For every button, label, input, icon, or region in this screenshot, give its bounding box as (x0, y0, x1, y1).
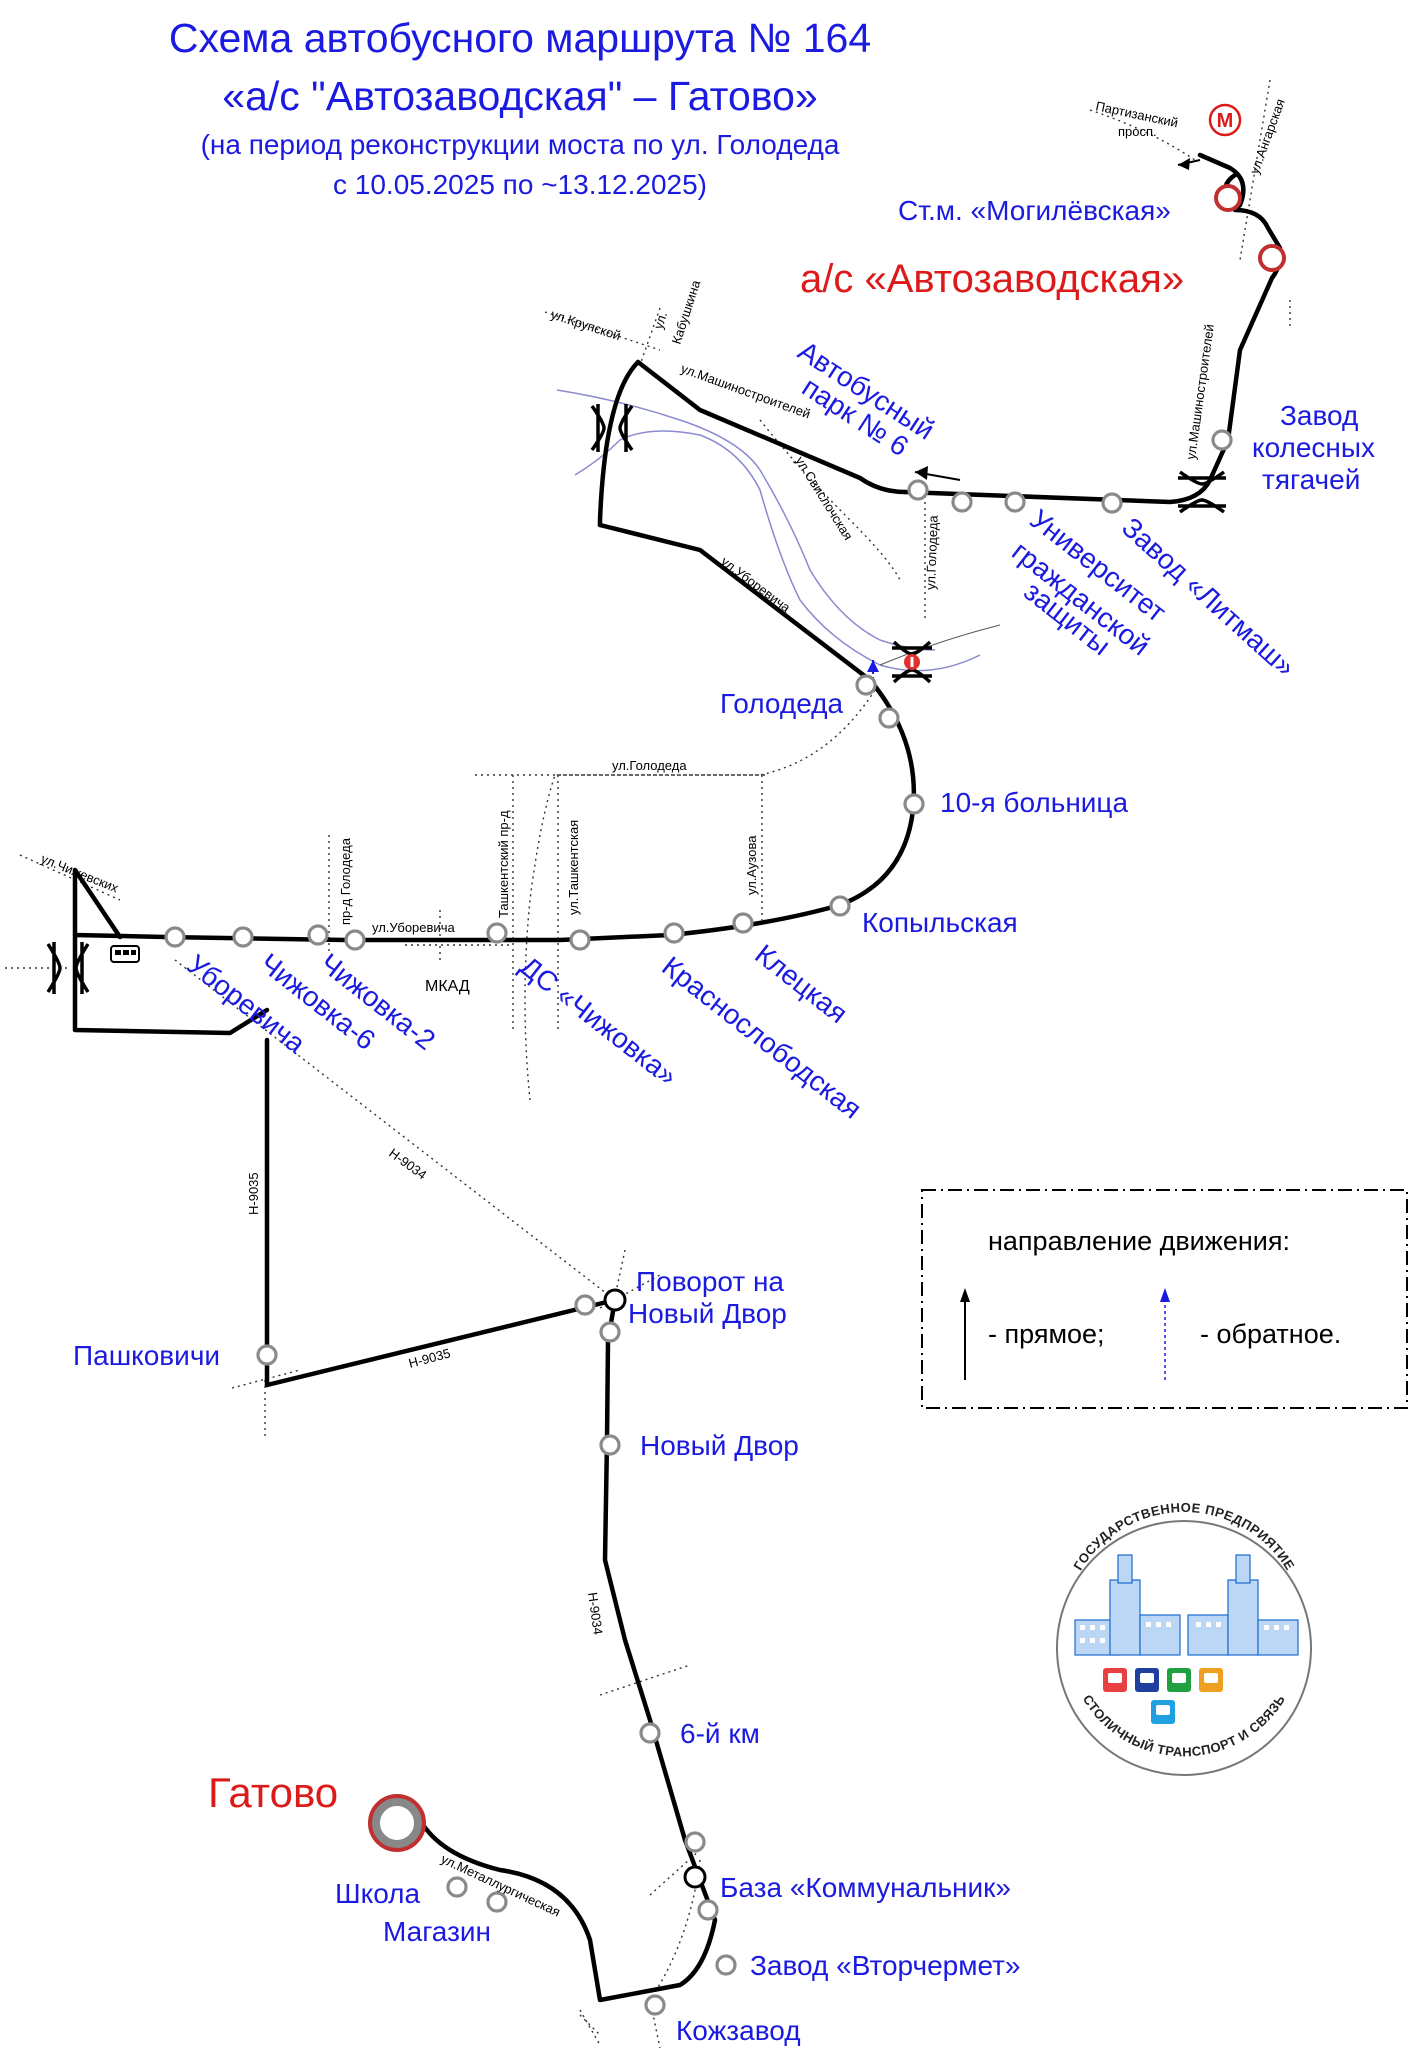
stop-magazin-label: Магазин (383, 1916, 491, 1947)
bus-depot-icon (110, 945, 140, 963)
legend-reverse: - обратное. (1200, 1319, 1341, 1349)
map-header: Схема автобусного маршрута № 164 «а/с "А… (169, 15, 871, 200)
street-n9034-vert: Н-9034 (585, 1591, 606, 1635)
street-golodeda-vert: ул.Голодеда (923, 514, 941, 590)
stop-kozhzavod[interactable] (644, 1994, 666, 2016)
stop-vtorchermet-label: Завод «Вторчермет» (750, 1950, 1021, 1981)
stop-povorot-line1: Поворот на (636, 1266, 784, 1297)
stop-pashkovichi-label: Пашковичи (73, 1340, 220, 1371)
stop-zavod-kolesnykh-line3: тягачей (1262, 464, 1360, 495)
stop-povorot-node[interactable] (603, 1288, 627, 1312)
bridge-icon (46, 942, 90, 994)
stop-kommunalnik-label: База «Коммунальник» (720, 1872, 1011, 1903)
stop-km6-label: 6-й км (680, 1718, 760, 1749)
street-partizansky-line2: просп. (1118, 124, 1157, 139)
side-streets (5, 79, 1291, 2048)
stop-shkola[interactable] (446, 1876, 468, 1898)
metro-icon: M (1208, 103, 1242, 137)
legend-title: направление движения: (988, 1226, 1290, 1256)
stop-kommunalnik-node[interactable] (683, 1865, 707, 1889)
street-mashinostroiteley: ул.Машиностроителей (679, 361, 812, 422)
stop-bolnitsa-label: 10-я больница (940, 787, 1128, 818)
map-title-line1: Схема автобусного маршрута № 164 (169, 15, 871, 61)
organization-logo: ГОСУДАРСТВЕННОЕ ПРЕДПРИЯТИЕ СТОЛИЧНЫЙ ТР… (1056, 1500, 1312, 1776)
terminal-start-label: а/с «Автозаводская» (800, 257, 1184, 301)
street-uborevicha-main: ул.Уборевича (372, 920, 455, 935)
stop-golodeda[interactable] (855, 674, 877, 696)
street-svislochskaya: ул.Свислочская (792, 454, 855, 543)
street-mkad: МКАД (425, 978, 470, 995)
terminal-start-stop[interactable] (1258, 244, 1286, 272)
stop-shkola-label: Школа (335, 1878, 421, 1909)
stop-pashkovichi[interactable] (256, 1344, 278, 1366)
stop-zavod-kolesnykh-line1: Завод (1280, 400, 1358, 431)
metro-symbol: M (1217, 110, 1234, 132)
metro-stop (1214, 184, 1242, 212)
stop-kozhzavod-label: Кожзавод (676, 2015, 801, 2046)
stop-povorot-line2: Новый Двор (628, 1298, 787, 1329)
route-direction-arrows (867, 158, 1201, 680)
stop-bolnitsa[interactable] (903, 793, 925, 815)
stop-golodeda-label: Голодеда (720, 688, 843, 719)
legend-forward: - прямое; (988, 1319, 1105, 1349)
street-tashkentskaya: ул.Ташкентская (566, 820, 581, 915)
bridge-icon (590, 404, 634, 452)
street-prd-golodeda: пр-д Голодеда (338, 837, 353, 925)
route-line (72, 152, 1283, 2003)
stop-zavod-kolesnykh[interactable] (1211, 429, 1233, 451)
terminal-end-label: Гатово (208, 1769, 338, 1816)
closed-bridge-icon (892, 640, 932, 684)
stop-kommunalnik[interactable] (684, 1831, 706, 1853)
map-subtitle-line1: (на период реконструкции моста по ул. Го… (201, 129, 840, 160)
direction-arrow-icon (1160, 1288, 1170, 1302)
metro-station-label: Ст.м. «Могилёвская» (898, 195, 1171, 226)
stop-kommunalnik-reverse[interactable] (697, 1899, 719, 1921)
map-subtitle-line2: с 10.05.2025 по ~13.12.2025) (333, 169, 707, 200)
stop-uborevicha[interactable] (164, 926, 186, 948)
street-tashkentsky-prd: Ташкентский пр-д (496, 810, 511, 918)
street-chizhevskikh: ул.Чижевских (39, 851, 121, 896)
stop-chizhovka2[interactable] (344, 929, 366, 951)
street-krupskoy: ул.Крупской (549, 307, 623, 344)
stop-km6[interactable] (639, 1722, 661, 1744)
direction-arrow-icon (960, 1288, 970, 1302)
street-auzzova: ул.Аузова (744, 835, 759, 895)
stop-krasnoslobodskaya[interactable] (663, 922, 685, 944)
stop-ds-chizhovka-2[interactable] (486, 922, 508, 944)
stop-kletskaya[interactable] (732, 912, 754, 934)
stop-avtopark[interactable] (951, 491, 973, 513)
stop-zavod-kolesnykh-line2: колесных (1252, 432, 1375, 463)
stop-chizhovka2-reverse[interactable] (307, 924, 329, 946)
stop-novy-dvor-label: Новый Двор (640, 1430, 799, 1461)
street-n9035-vert: Н-9035 (246, 1172, 261, 1215)
stop-vtorchermet[interactable] (715, 1954, 737, 1976)
stop-kopylskaya-label: Копыльская (862, 907, 1018, 938)
stop-povorot[interactable] (574, 1294, 596, 1316)
stop-ds-chizhovka[interactable] (569, 929, 591, 951)
stop-kletskaya-label: Клецкая (749, 938, 853, 1029)
stop-universitet[interactable] (1004, 491, 1026, 513)
street-kabushkina-line1: ул. (651, 310, 671, 331)
legend: направление движения: - прямое; - обратн… (921, 1189, 1408, 1409)
stop-magazin[interactable] (486, 1891, 508, 1913)
street-uborevicha-diag: ул.Уборевича (718, 553, 794, 615)
stop-novy-dvor[interactable] (599, 1434, 621, 1456)
stop-golodeda-reverse[interactable] (878, 707, 900, 729)
street-golodeda-horiz: ул.Голодеда (612, 758, 687, 773)
stop-litmash[interactable] (1101, 492, 1123, 514)
stop-povorot-reverse[interactable] (599, 1321, 621, 1343)
stop-krasnoslobodskaya-label: Краснослободская (656, 950, 867, 1124)
stop-chizhovka6[interactable] (232, 926, 254, 948)
stop-avtopark-reverse[interactable] (907, 479, 929, 501)
street-kabushkina-line2: Кабушкина (669, 278, 704, 346)
bridge-icon (1178, 470, 1226, 514)
stop-kopylskaya[interactable] (829, 895, 851, 917)
map-title-line2: «а/с "Автозаводская" – Гатово» (222, 73, 817, 119)
street-angarskaya: ул.Ангарская (1247, 97, 1288, 176)
